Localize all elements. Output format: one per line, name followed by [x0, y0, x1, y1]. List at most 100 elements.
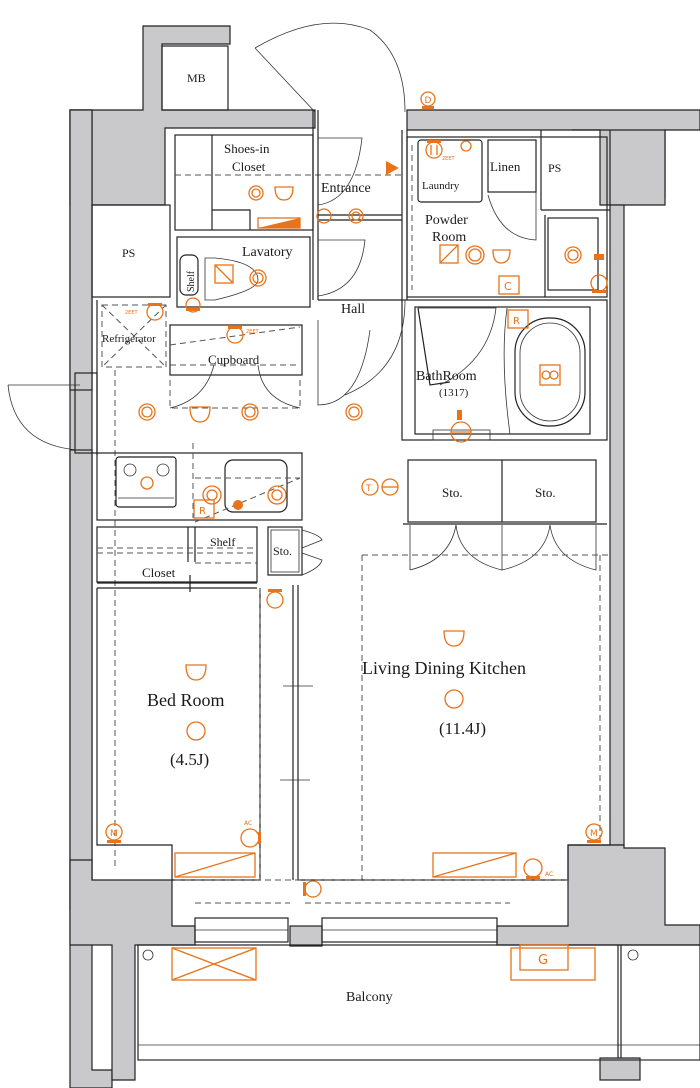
door-swings [254, 22, 406, 406]
svg-text:M: M [590, 829, 598, 839]
svg-text:Shelf: Shelf [186, 270, 197, 292]
lavatory-door-swing [317, 239, 366, 297]
label-hall: Hall [341, 302, 365, 317]
label-powder-1: Powder [425, 213, 468, 228]
label-cupboard: Cupboard [208, 352, 260, 367]
bathtub [514, 317, 586, 427]
ldk-wall-light-icon [443, 630, 465, 647]
entrance-light-icon [348, 208, 364, 224]
shelf-box [179, 254, 199, 296]
side-door-frame [74, 372, 98, 454]
powder-light-icon [465, 245, 485, 265]
svg-text:AC: AC [545, 871, 553, 878]
refrigerator-box [101, 304, 167, 368]
sink-light-2-icon [267, 485, 287, 505]
storage-small-box [267, 526, 303, 576]
label-ldk: Living Dining Kitchen [362, 658, 526, 678]
mb-box [161, 45, 229, 111]
kitchen-light-1-icon [138, 403, 156, 421]
ldk-ac-outlet-icon [523, 858, 543, 878]
ps-left-box [91, 204, 171, 298]
closet-box [96, 526, 258, 583]
entrance-arrow-icon [386, 161, 399, 175]
label-shelf: Shelf [210, 535, 235, 549]
svg-text:R: R [513, 316, 520, 327]
sink-light-icon [202, 485, 222, 505]
kitchen-light-2-icon [241, 403, 259, 421]
label-ps-left: PS [122, 246, 135, 260]
label-entrance: Entrance [321, 181, 371, 196]
ldk-outline [361, 554, 610, 880]
switch-icon [316, 208, 332, 224]
label-storage-1: Sto. [442, 485, 463, 500]
panel-r-bath-icon [507, 309, 529, 329]
thermostat-icon [361, 478, 379, 496]
label-lavatory: Lavatory [242, 245, 293, 260]
side-door-swing [7, 384, 80, 451]
room-labels: MB PS Shoes-in Closet Entrance Laundry L… [102, 71, 561, 1005]
electrical-symbols: D 2EET C Shelf [105, 91, 608, 981]
bath-vent-icon [539, 364, 561, 386]
outlet-icon [425, 141, 443, 159]
vanity-outlet-icon [590, 274, 608, 292]
ceiling-light-icon [248, 185, 264, 201]
label-powder-2: Room [432, 230, 466, 245]
sink-outlet-icon [233, 500, 243, 510]
bedroom-ac-unit [174, 852, 256, 878]
shoe-shelf-marker [258, 218, 300, 228]
bedroom-ac-outlet-icon [240, 828, 260, 848]
label-refrigerator: Refrigerator [102, 333, 156, 345]
svg-text:M: M [110, 829, 118, 839]
bedroom-outlet-icon [266, 591, 284, 609]
vent-fan-icon [439, 244, 459, 264]
svg-text:2EET: 2EET [246, 329, 259, 335]
svg-text:T: T [365, 484, 372, 494]
sink [224, 459, 288, 513]
ldk-outdoor-unit [510, 947, 596, 981]
wall-left-strip [69, 109, 93, 391]
svg-text:R: R [199, 506, 206, 517]
svg-text:C: C [504, 280, 512, 293]
panel-c-icon [498, 275, 520, 295]
laundry-box [417, 139, 483, 203]
ldk-outlet-icon [304, 880, 322, 898]
label-storage-3: Sto. [273, 544, 292, 558]
stove [115, 456, 177, 508]
gas-heater-icon [519, 944, 569, 971]
wall-mb [69, 25, 316, 206]
label-shoes-closet-1: Shoes-in [224, 141, 270, 156]
svg-text:2EET: 2EET [442, 156, 455, 162]
svg-text:G: G [538, 953, 548, 968]
powder-wall-light-icon [492, 249, 511, 264]
balcony-outline [137, 944, 700, 1061]
stove-control-icon [140, 476, 154, 490]
lavatory-outlet-icon [185, 297, 201, 313]
fridge-outlet-icon [146, 303, 164, 321]
hall-door-swing [317, 320, 371, 406]
lavatory-box [176, 236, 311, 308]
label-mb: MB [187, 71, 206, 85]
label-bedroom: Bed Room [147, 690, 225, 710]
label-storage-2: Sto. [535, 485, 556, 500]
vanity-box [547, 217, 599, 291]
label-bathroom-size: (1317) [439, 387, 469, 399]
wall-window-pier [289, 925, 323, 947]
lavatory-light-icon [249, 269, 267, 287]
svg-text:AC: AC [244, 820, 252, 827]
walls [69, 25, 700, 1088]
entrance-door-swing [317, 137, 363, 206]
wall-top-right-block [572, 129, 666, 206]
bedroom-wall-light-icon [185, 664, 207, 681]
wall-light-icon [274, 186, 294, 201]
bathroom-box [401, 299, 608, 441]
label-balcony: Balcony [346, 990, 393, 1005]
front-door-swing [254, 22, 406, 113]
wall-right [609, 204, 625, 846]
linen-box [487, 139, 537, 193]
faucet-icon [460, 140, 472, 152]
label-ps-right: PS [548, 161, 561, 175]
wall-left-strip-low [69, 449, 93, 911]
wall-balcony-bottom [599, 1057, 641, 1081]
label-bathroom: BathRoom [416, 369, 477, 384]
